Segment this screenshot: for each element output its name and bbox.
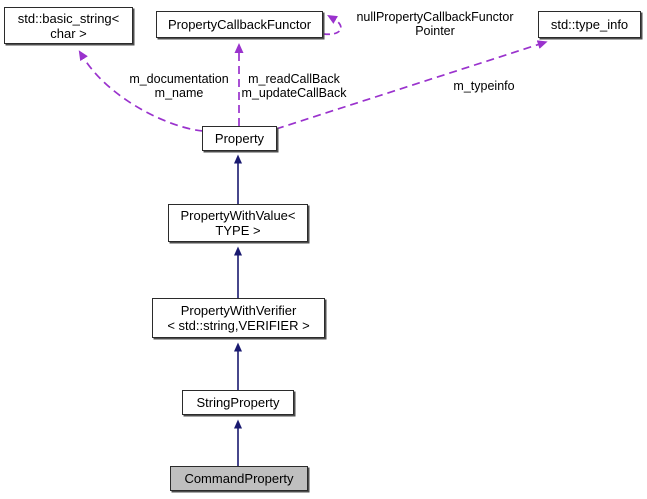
edge-property-to-type-info: [275, 40, 548, 130]
edge-label-null-callback-pointer: nullPropertyCallbackFunctor Pointer: [356, 10, 514, 38]
edge-label-callback-members: m_readCallBack m_updateCallBack: [241, 72, 347, 100]
class-node-label: std::type_info: [550, 17, 629, 32]
class-node-label: StringProperty: [196, 395, 280, 410]
class-node-property-callback-functor[interactable]: PropertyCallbackFunctor: [156, 11, 323, 38]
class-node-string-property[interactable]: StringProperty: [182, 390, 294, 415]
class-node-property-with-value[interactable]: PropertyWithValue< TYPE >: [168, 204, 308, 242]
edge-label-string-members: m_documentation m_name: [129, 72, 229, 100]
class-node-command-property[interactable]: CommandProperty: [170, 466, 308, 491]
class-node-label: std::basic_string< char >: [17, 10, 120, 41]
edge-property-to-basic-string: [78, 50, 204, 132]
class-node-std-basic-string[interactable]: std::basic_string< char >: [4, 7, 133, 44]
edge-callback-functor-self: [323, 14, 342, 36]
class-node-label: Property: [214, 131, 265, 146]
class-node-std-type-info[interactable]: std::type_info: [538, 11, 641, 38]
class-node-label: CommandProperty: [184, 471, 294, 486]
class-node-label: PropertyCallbackFunctor: [167, 17, 312, 32]
class-node-label: PropertyWithValue< TYPE >: [180, 208, 296, 238]
class-node-property[interactable]: Property: [202, 126, 277, 151]
edge-label-typeinfo: m_typeinfo: [453, 79, 515, 93]
class-node-property-with-verifier[interactable]: PropertyWithVerifier < std::string,VERIF…: [152, 298, 325, 338]
class-node-label: PropertyWithVerifier < std::string,VERIF…: [167, 303, 310, 333]
